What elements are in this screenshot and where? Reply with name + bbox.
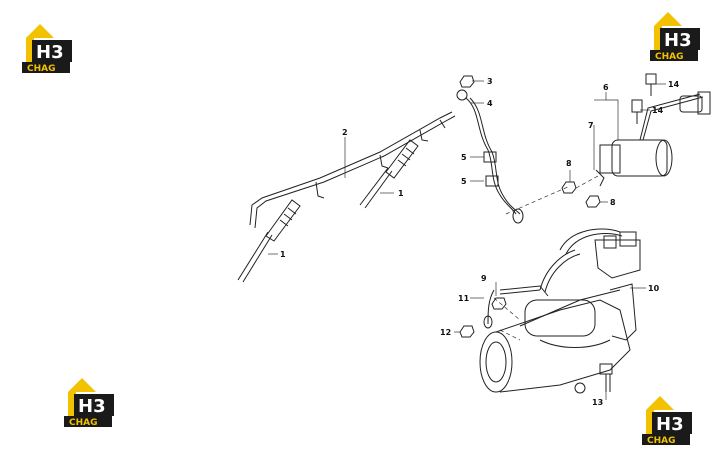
nut-8-lower [585,195,601,208]
svg-text:H3: H3 [664,30,692,51]
glow-plug-upper [359,139,419,209]
svg-text:H3: H3 [656,414,684,435]
svg-text:CHAG: CHAG [655,52,684,62]
callout-10: 10 [648,284,660,293]
ground-cable [456,75,524,224]
callout-4: 4 [487,99,493,108]
callout-3: 3 [487,77,493,86]
callout-5-upper: 5 [461,153,467,162]
starter-motor [479,228,641,394]
svg-text:H3: H3 [36,42,64,63]
nut-12 [459,325,475,338]
callout-1-upper: 1 [398,189,404,198]
glow-plug-lower [237,199,301,283]
callout-8-lower: 8 [610,198,616,207]
logo-top-right: H3 CHAG [648,6,706,62]
callout-2: 2 [342,128,348,137]
callout-14-lower: 14 [652,106,664,115]
callout-6: 6 [603,83,609,92]
svg-text:H3: H3 [78,396,106,417]
callout-8-upper: 8 [566,159,572,168]
bolt-13 [599,363,613,392]
callout-1-lower: 1 [280,250,286,259]
nut-9 [491,297,507,310]
callout-13: 13 [592,398,603,407]
svg-text:CHAG: CHAG [27,64,56,74]
callout-14-upper: 14 [668,80,680,89]
callout-5-lower: 5 [461,177,467,186]
logo-bottom-right: H3 CHAG [640,390,698,446]
cable-11-lug [483,315,493,329]
callout-labels: 1 1 2 3 4 5 5 6 7 8 8 9 10 11 12 13 14 1… [280,77,680,407]
nut-8-upper [561,181,577,194]
logo-top-left: H3 CHAG [20,18,78,74]
svg-text:CHAG: CHAG [69,418,98,428]
logo-bottom-left: H3 CHAG [62,372,120,428]
glow-plug-harness [249,111,456,229]
cable-11 [487,289,495,325]
callout-11: 11 [458,294,470,303]
callout-9: 9 [481,274,487,283]
leader-lines [268,80,666,400]
callout-7: 7 [588,121,594,130]
relay-assembly [595,73,711,187]
svg-text:CHAG: CHAG [647,436,676,446]
callout-12: 12 [440,328,451,337]
